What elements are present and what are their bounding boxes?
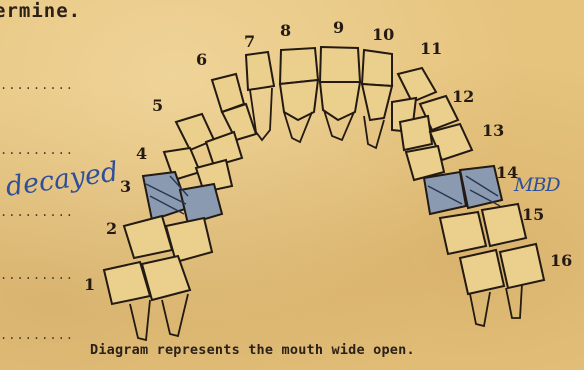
- tooth-number-6: 6: [196, 50, 207, 69]
- tooth-10[interactable]: [362, 50, 392, 148]
- tooth-number-7: 7: [244, 32, 255, 51]
- tooth-number-11: 11: [420, 39, 442, 58]
- tooth-1[interactable]: [104, 256, 190, 340]
- tooth-15[interactable]: [440, 204, 526, 254]
- tooth-number-16: 16: [550, 251, 572, 270]
- tooth-number-15: 15: [522, 205, 544, 224]
- tooth-9[interactable]: [320, 47, 360, 140]
- tooth-number-12: 12: [452, 87, 474, 106]
- handwritten-note-mbd: MBD: [514, 174, 560, 196]
- tooth-number-2: 2: [106, 219, 117, 238]
- tooth-16[interactable]: [460, 244, 544, 326]
- tooth-number-9: 9: [333, 18, 344, 37]
- tooth-number-13: 13: [482, 121, 504, 140]
- tooth-number-4: 4: [136, 144, 147, 163]
- diagram-caption: Diagram represents the mouth wide open.: [90, 342, 415, 358]
- tooth-number-8: 8: [280, 21, 291, 40]
- tooth-number-5: 5: [152, 96, 163, 115]
- tooth-8[interactable]: [280, 48, 318, 142]
- tooth-number-1: 1: [84, 275, 95, 294]
- tooth-number-3: 3: [120, 177, 131, 196]
- tooth-2[interactable]: [124, 216, 212, 262]
- tooth-number-10: 10: [372, 25, 394, 44]
